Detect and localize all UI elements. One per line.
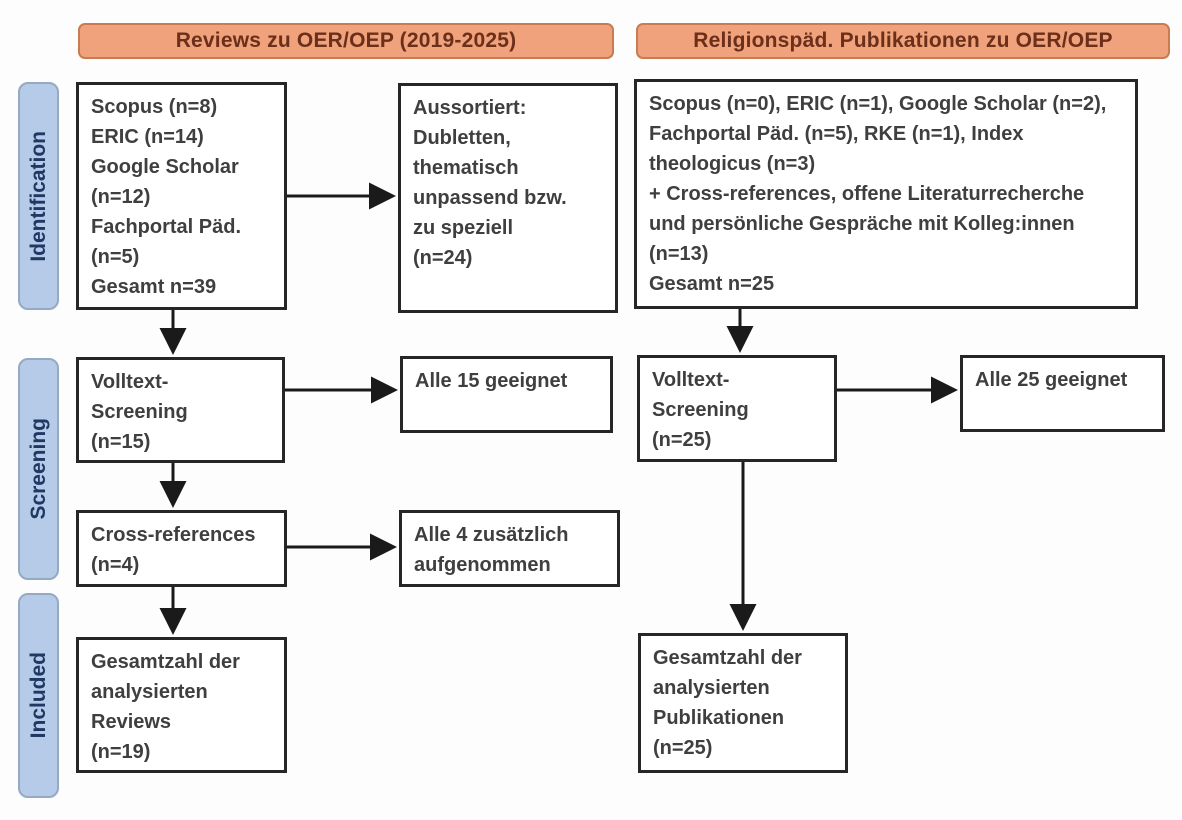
column-header-religionspaed: Religionspäd. Publikationen zu OER/OEP (636, 23, 1170, 59)
stage-label-identification-text: Identification (26, 130, 50, 262)
box-right-volltext-screening: Volltext- Screening (n=25) (637, 355, 837, 462)
box-left-gesamtzahl-reviews: Gesamtzahl der analysierten Reviews (n=1… (76, 637, 287, 773)
stage-label-screening-text: Screening (26, 418, 50, 520)
box-left-volltext-screening: Volltext- Screening (n=15) (76, 357, 285, 463)
stage-label-identification: Identification (18, 82, 59, 310)
box-alle-15-geeignet: Alle 15 geeignet (400, 356, 613, 433)
stage-label-included: Included (18, 593, 59, 798)
box-left-identification-sources: Scopus (n=8) ERIC (n=14) Google Scholar … (76, 82, 287, 310)
column-header-reviews: Reviews zu OER/OEP (2019-2025) (78, 23, 614, 59)
box-aussortiert-excluded: Aussortiert: Dubletten, thematisch unpas… (398, 83, 618, 313)
box-alle-4-zusaetzlich: Alle 4 zusätzlich aufgenommen (399, 510, 620, 587)
box-right-gesamtzahl-publikationen: Gesamtzahl der analysierten Publikatione… (638, 633, 848, 773)
stage-label-screening: Screening (18, 358, 59, 580)
box-alle-25-geeignet: Alle 25 geeignet (960, 355, 1165, 432)
box-cross-references: Cross-references (n=4) (76, 510, 287, 587)
box-right-identification-sources: Scopus (n=0), ERIC (n=1), Google Scholar… (634, 79, 1138, 309)
stage-label-included-text: Included (26, 652, 50, 739)
